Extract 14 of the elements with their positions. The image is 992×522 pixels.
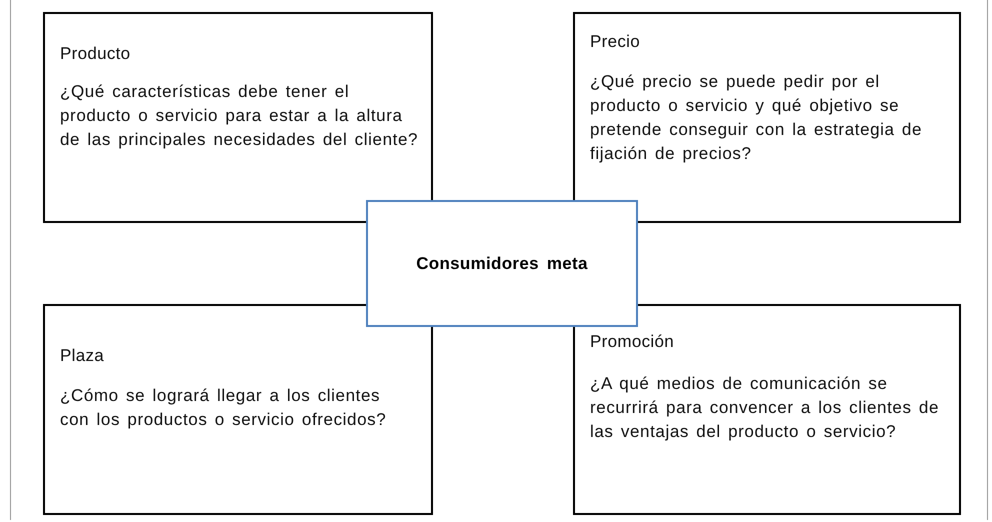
box-heading: Plaza [60, 346, 104, 366]
box-question: ¿A qué medios de comunicación se recurrirá para convencer a los clientes de las ventajas del producto o servicio? [590, 373, 940, 443]
category-box [43, 12, 433, 223]
center-box [366, 200, 638, 327]
box-question: ¿Qué precio se puede pedir por el producto o servicio y qué objetivo se pretende conseguir con la estrategia de fijación de precios? [590, 71, 924, 165]
category-box [43, 304, 433, 515]
box-heading: Promoción [590, 332, 674, 352]
box-question: ¿Cómo se logrará llegar a los clientes con los productos o servicio ofrecidos? [60, 385, 388, 431]
category-box [573, 304, 961, 515]
box-heading: Producto [60, 44, 130, 64]
center-title: Consumidores meta [416, 254, 588, 274]
category-box [573, 12, 961, 223]
box-question: ¿Qué características debe tener el producto o servicio para estar a la altura de las principales necesidades del cliente? [60, 81, 420, 151]
box-heading: Precio [590, 32, 640, 52]
